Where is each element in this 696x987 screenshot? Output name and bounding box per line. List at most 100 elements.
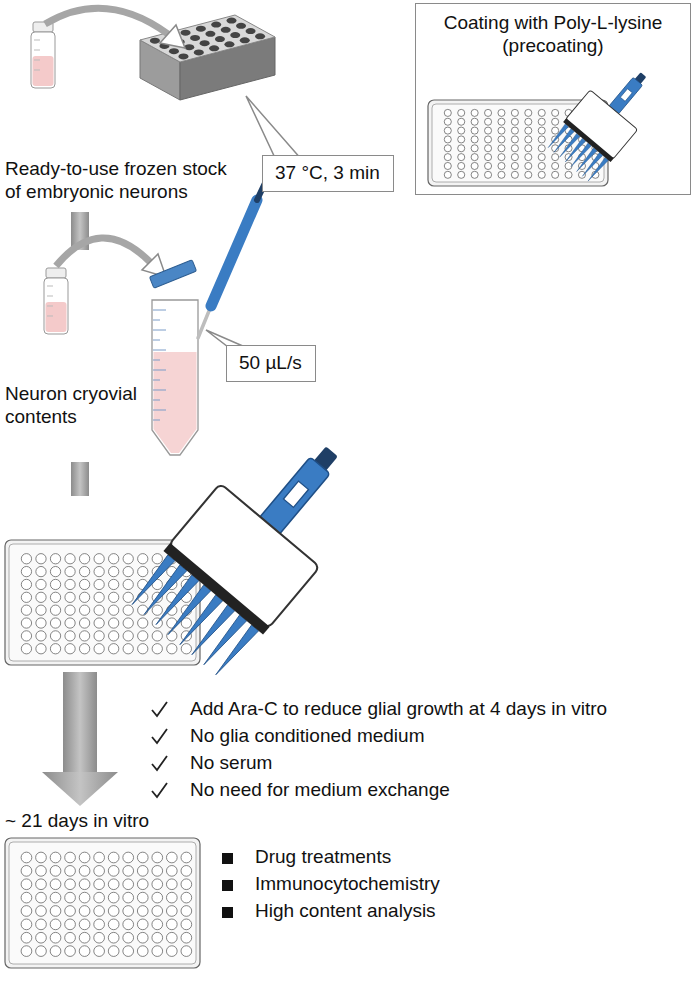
well: [21, 618, 31, 628]
callout-box: 37 °C, 3 min: [262, 155, 394, 192]
well: [50, 566, 60, 576]
well: [498, 145, 505, 152]
tube-mark: [153, 380, 160, 381]
well: [50, 592, 60, 602]
well: [94, 579, 104, 589]
well: [152, 631, 162, 641]
application-item: Drug treatments: [255, 846, 391, 869]
well: [21, 932, 32, 943]
well: [458, 154, 465, 161]
tube-mark: [153, 370, 166, 371]
vial-body: [31, 32, 55, 88]
well: [444, 127, 451, 134]
well: [123, 946, 134, 957]
well: [511, 171, 518, 178]
well: [79, 852, 90, 863]
well: [94, 866, 105, 877]
tube-mark: [153, 310, 166, 311]
well-plate: [5, 838, 200, 968]
well: [498, 118, 505, 125]
well: [123, 631, 133, 641]
well: [65, 579, 75, 589]
well: [485, 118, 492, 125]
well: [485, 162, 492, 169]
checkmark: [152, 729, 167, 743]
pipette-tip: [212, 625, 258, 678]
well: [21, 852, 32, 863]
well: [50, 919, 61, 930]
well: [94, 592, 104, 602]
well: [552, 171, 559, 178]
well: [538, 118, 545, 125]
multichannel-pipette: [544, 55, 667, 185]
well: [485, 109, 492, 116]
callout-box: 50 µL/s: [226, 345, 316, 382]
block-hole: [178, 53, 188, 59]
well: [181, 906, 192, 917]
well: [108, 919, 119, 930]
well: [65, 866, 76, 877]
well: [109, 579, 119, 589]
block-hole: [196, 26, 206, 32]
checklist-item: No serum: [190, 752, 272, 775]
block-hole: [181, 30, 191, 36]
well: [538, 145, 545, 152]
tube-mark: [153, 340, 160, 341]
well: [181, 946, 192, 957]
well: [166, 892, 177, 903]
well: [36, 946, 47, 957]
tube-mark: [153, 350, 166, 351]
well: [50, 554, 60, 564]
pipette-band: [163, 543, 269, 635]
well: [21, 866, 32, 877]
well: [123, 852, 134, 863]
well: [444, 162, 451, 169]
well: [498, 109, 505, 116]
tube-liquid: [154, 352, 197, 453]
well: [138, 631, 148, 641]
well: [109, 592, 119, 602]
well: [137, 906, 148, 917]
well: [525, 145, 532, 152]
block-hole: [209, 45, 219, 51]
well: [166, 906, 177, 917]
well: [511, 127, 518, 134]
well: [471, 171, 478, 178]
well: [108, 932, 119, 943]
well: [485, 154, 492, 161]
well: [552, 154, 559, 161]
well: [123, 618, 133, 628]
well: [65, 892, 76, 903]
vial-liquid: [46, 302, 67, 332]
well: [471, 162, 478, 169]
transfer-arrow: [56, 238, 150, 266]
well: [167, 631, 177, 641]
bullet: [222, 907, 233, 918]
well: [123, 592, 133, 602]
step-arrowhead: [42, 772, 118, 806]
checklist-item: Add Ara-C to reduce glial growth at 4 da…: [190, 698, 607, 721]
well: [138, 644, 148, 654]
tube-cap: [149, 260, 196, 288]
well: [538, 136, 545, 143]
conical-tube: [149, 260, 198, 455]
tube-mark: [153, 410, 166, 411]
well: [21, 879, 32, 890]
well: [36, 618, 46, 628]
well: [552, 109, 559, 116]
well: [152, 919, 163, 930]
well: [137, 946, 148, 957]
well: [471, 154, 478, 161]
well: [65, 879, 76, 890]
well: [94, 566, 104, 576]
pipette-tip: [586, 157, 608, 182]
well: [21, 566, 31, 576]
well: [36, 932, 47, 943]
well: [485, 127, 492, 134]
well: [181, 866, 192, 877]
block-hole: [150, 38, 160, 44]
well: [181, 879, 192, 890]
tube-mark: [153, 330, 166, 331]
plate-inner: [9, 842, 196, 964]
block-hole: [205, 31, 215, 37]
